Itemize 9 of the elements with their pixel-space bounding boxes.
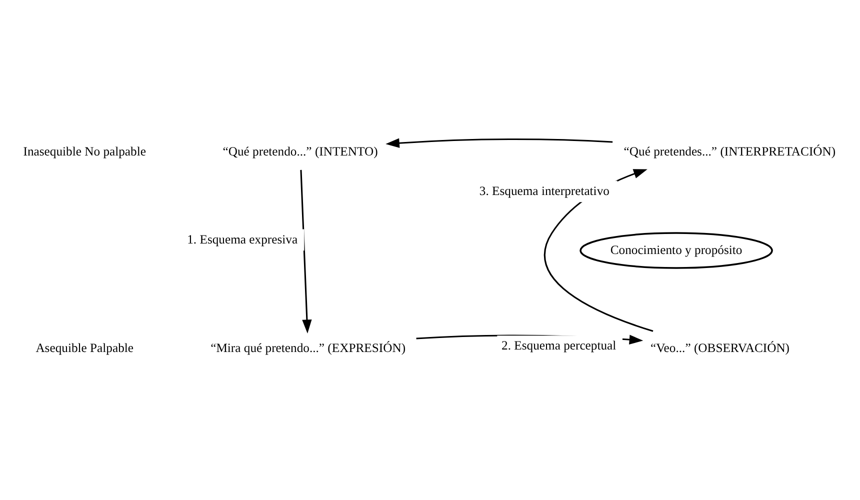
node-text: “Veo...” (OBSERVACIÓN) bbox=[650, 340, 790, 354]
node-text: “Qué pretendes...” (INTERPRETACIÓN) bbox=[624, 144, 836, 158]
edge-label: 3. Esquema interpretativo bbox=[479, 183, 610, 198]
label: Inasequible No palpable bbox=[23, 144, 146, 158]
node-text: “Qué pretendo...” (INTENTO) bbox=[222, 144, 378, 158]
edge-label: 2. Esquema perceptual bbox=[502, 338, 616, 352]
label: Asequible Palpable bbox=[36, 340, 134, 354]
node-text: “Mira qué pretendo...” (EXPRESIÓN) bbox=[210, 340, 406, 354]
edge-label: 1. Esquema expresiva bbox=[187, 232, 298, 246]
